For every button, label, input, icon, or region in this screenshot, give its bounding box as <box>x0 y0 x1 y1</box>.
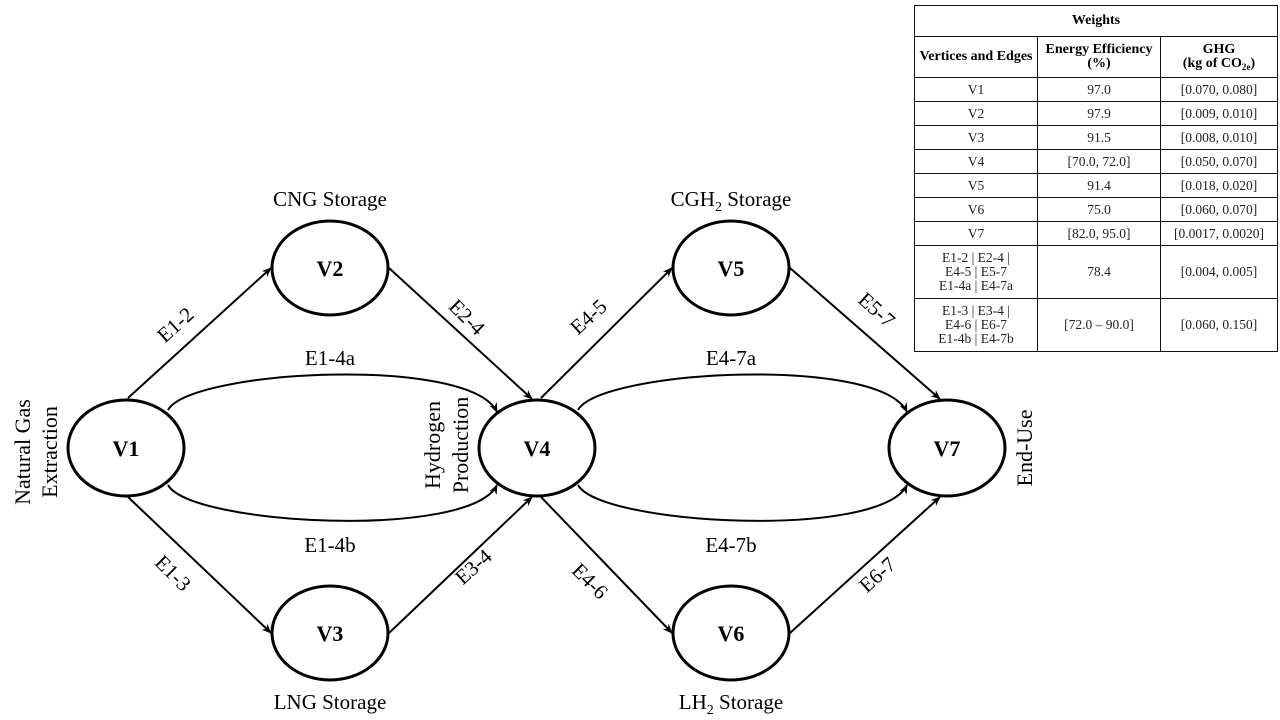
header-ghg: GHG(kg of CO2e) <box>1160 36 1278 78</box>
edge-E4-7b[interactable] <box>577 484 908 522</box>
table-row: V3 91.5 [0.008, 0.010] <box>914 125 1278 150</box>
node-label: V1 <box>113 436 140 461</box>
stage-label-extraction-line2: Extraction <box>37 406 62 498</box>
node-V7[interactable]: V7 <box>887 398 1007 498</box>
edge-E1-4b[interactable] <box>167 484 498 522</box>
stage-label-extraction: Natural Gas <box>10 399 35 505</box>
node-V6[interactable]: V6 <box>671 584 791 682</box>
header-vertices-edges: Vertices and Edges <box>914 36 1038 78</box>
cell-item: V1 <box>914 77 1038 102</box>
node-label: V4 <box>524 436 551 461</box>
cell-efficiency: 97.9 <box>1037 101 1161 126</box>
edge-E4-6[interactable] <box>540 496 673 634</box>
storage-label-cng: CNG Storage <box>273 187 387 211</box>
cell-item: V7 <box>914 221 1038 246</box>
node-label: V7 <box>934 436 961 461</box>
cell-item: V2 <box>914 101 1038 126</box>
cell-ghg: [0.018, 0.020] <box>1160 173 1278 198</box>
cell-efficiency: 91.4 <box>1037 173 1161 198</box>
edge-E1-4a[interactable] <box>167 373 498 413</box>
node-V3[interactable]: V3 <box>270 584 390 682</box>
node-V1[interactable]: V1 <box>66 398 186 498</box>
cell-ghg: [0.009, 0.010] <box>1160 101 1278 126</box>
edge-label-E4-5: E4-5 <box>565 294 611 339</box>
storage-label-lh2: LH2 Storage <box>679 690 783 718</box>
table-row: V6 75.0 [0.060, 0.070] <box>914 197 1278 222</box>
cell-efficiency: 75.0 <box>1037 197 1161 222</box>
edge-E6-7[interactable] <box>789 496 941 634</box>
node-V5[interactable]: V5 <box>671 219 791 317</box>
cell-ghg: [0.004, 0.005] <box>1160 245 1278 299</box>
node-V4[interactable]: V4 <box>477 398 597 498</box>
node-label: V2 <box>317 256 344 281</box>
table-row: V7 [82.0, 95.0] [0.0017, 0.0020] <box>914 221 1278 246</box>
table-row: V4 [70.0, 72.0] [0.050, 0.070] <box>914 149 1278 174</box>
table-row: V2 97.9 [0.009, 0.010] <box>914 101 1278 126</box>
header-energy-efficiency: Energy Efficiency (%) <box>1037 36 1161 78</box>
cell-ghg: [0.0017, 0.0020] <box>1160 221 1278 246</box>
table-row: V1 97.0 [0.070, 0.080] <box>914 77 1278 102</box>
cell-efficiency: 97.0 <box>1037 77 1161 102</box>
node-label: V5 <box>718 256 745 281</box>
edge-E5-7[interactable] <box>789 267 941 400</box>
node-label: V6 <box>718 621 745 646</box>
edge-label-E1-3: E1-3 <box>150 550 196 596</box>
cell-item: V6 <box>914 197 1038 222</box>
edge-E4-5[interactable] <box>540 267 673 399</box>
cell-ghg: [0.070, 0.080] <box>1160 77 1278 102</box>
storage-label-cgh2: CGH2 Storage <box>671 187 792 215</box>
cell-item: V3 <box>914 125 1038 150</box>
node-label: V3 <box>317 621 344 646</box>
edge-label-E4-7b: E4-7b <box>705 533 756 557</box>
storage-label-lng: LNG Storage <box>274 690 387 714</box>
table-title: Weights <box>914 5 1278 37</box>
stage-label-end-use: End-Use <box>1012 410 1037 487</box>
edge-label-E6-7: E6-7 <box>854 552 900 597</box>
edge-label-E5-7: E5-7 <box>853 287 899 332</box>
cell-item: V4 <box>914 149 1038 174</box>
edge-E2-4[interactable] <box>388 267 533 400</box>
edge-E4-7a[interactable] <box>577 373 908 413</box>
stage-label-production: Production <box>448 397 473 494</box>
weights-table: Weights Vertices and Edges Energy Effici… <box>914 5 1278 352</box>
cell-ghg: [0.060, 0.070] <box>1160 197 1278 222</box>
edge-label-E2-4: E2-4 <box>444 294 490 340</box>
edge-label-E1-4b: E1-4b <box>304 533 355 557</box>
edge-label-E4-7a: E4-7a <box>706 346 757 370</box>
edge-E1-3[interactable] <box>127 496 272 634</box>
cell-efficiency: 78.4 <box>1037 245 1161 299</box>
cell-efficiency: [72.0 – 90.0] <box>1037 298 1161 352</box>
cell-efficiency: [82.0, 95.0] <box>1037 221 1161 246</box>
node-V2[interactable]: V2 <box>270 219 390 317</box>
edge-label-E3-4: E3-4 <box>450 544 497 589</box>
cell-ghg: [0.060, 0.150] <box>1160 298 1278 352</box>
cell-ghg: [0.008, 0.010] <box>1160 125 1278 150</box>
cell-efficiency: 91.5 <box>1037 125 1161 150</box>
edge-E1-2[interactable] <box>127 267 272 399</box>
cell-item: V5 <box>914 173 1038 198</box>
edge-label-E1-4a: E1-4a <box>305 346 356 370</box>
cell-ghg: [0.050, 0.070] <box>1160 149 1278 174</box>
cell-efficiency: [70.0, 72.0] <box>1037 149 1161 174</box>
table-row: V5 91.4 [0.018, 0.020] <box>914 173 1278 198</box>
edge-E3-4[interactable] <box>388 496 533 634</box>
stage-label-hydrogen: Hydrogen <box>420 401 445 489</box>
